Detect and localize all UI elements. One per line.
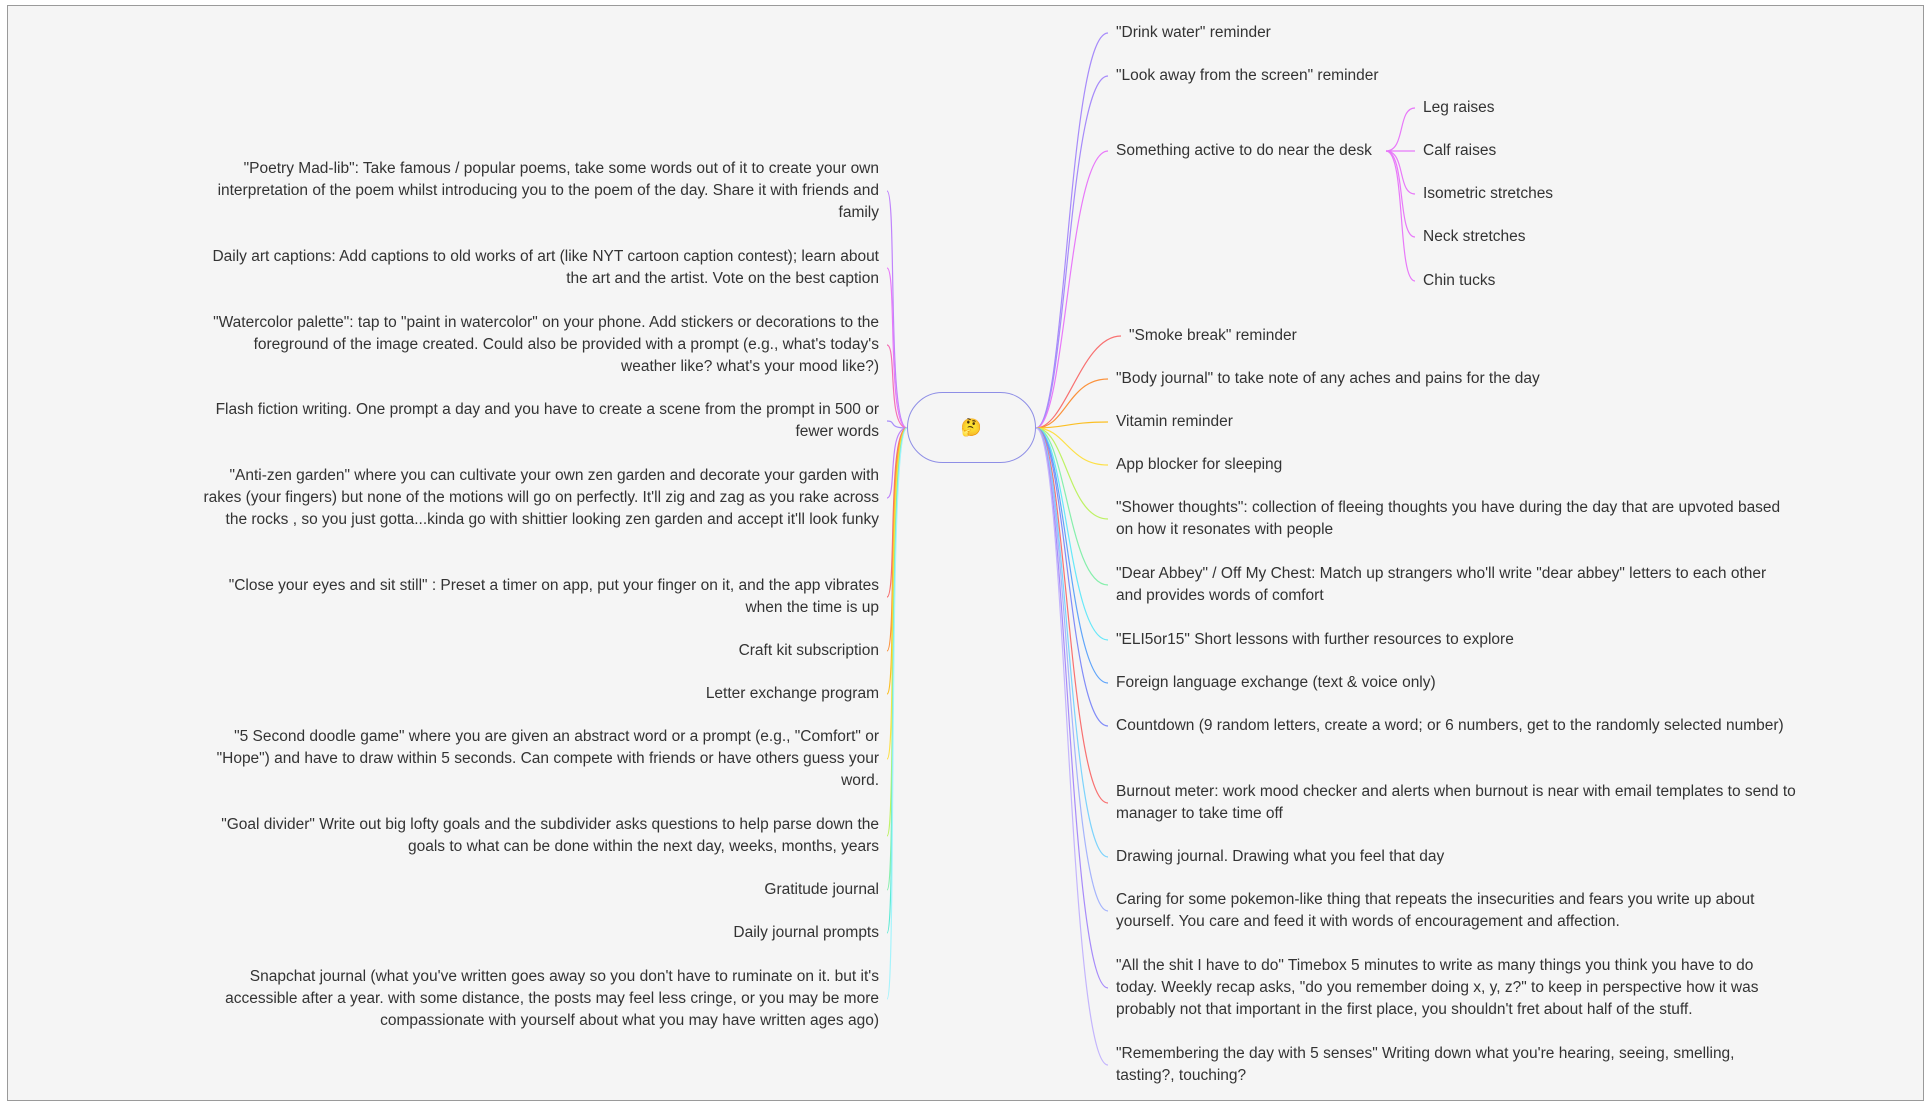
branch-connector <box>886 427 908 652</box>
branch-connector <box>1035 335 1122 429</box>
branch-connector <box>886 427 908 760</box>
branch-node-right[interactable]: "ELI5or15" Short lessons with further re… <box>1116 631 1514 648</box>
branch-node-left[interactable]: "5 Second doodle game" where you are giv… <box>216 728 879 789</box>
branch-node-right[interactable]: "Body journal" to take note of any aches… <box>1116 370 1540 387</box>
branch-connector <box>1035 150 1109 429</box>
branch-connector <box>1035 427 1109 641</box>
leaf-connector <box>1385 107 1416 152</box>
leaf-node[interactable]: Chin tucks <box>1423 272 1496 289</box>
branch-connector <box>1035 427 1109 858</box>
branch-connector <box>1035 427 1109 804</box>
branch-node-left[interactable]: Daily art captions: Add captions to old … <box>212 248 879 287</box>
branch-node-left[interactable]: "Goal divider" Write out big lofty goals… <box>221 816 879 855</box>
branch-node-right[interactable]: Vitamin reminder <box>1116 413 1233 430</box>
branch-connector <box>886 427 908 598</box>
branch-connector <box>886 427 908 1000</box>
branch-connector <box>1035 427 1109 1066</box>
branch-connector <box>886 344 908 429</box>
branch-node-right[interactable]: Burnout meter: work mood checker and ale… <box>1116 783 1796 822</box>
leaf-node[interactable]: Neck stretches <box>1423 228 1526 245</box>
mindmap-canvas <box>7 5 1924 1101</box>
branch-connector <box>886 190 908 429</box>
branch-node-right[interactable]: "Remembering the day with 5 senses" Writ… <box>1116 1045 1735 1084</box>
branch-connector <box>886 267 908 429</box>
thinking-face-icon: 🤔 <box>960 418 983 437</box>
leaf-node[interactable]: Isometric stretches <box>1423 185 1554 202</box>
branch-node-right[interactable]: Caring for some pokemon-like thing that … <box>1116 891 1755 930</box>
branch-node-left[interactable]: "Close your eyes and sit still" : Preset… <box>228 577 879 616</box>
branch-node-left[interactable]: Craft kit subscription <box>738 642 879 659</box>
branch-node-left[interactable]: Snapchat journal (what you've written go… <box>225 968 879 1029</box>
leaf-connector <box>1385 150 1416 238</box>
branch-node-left[interactable]: "Poetry Mad-lib": Take famous / popular … <box>217 160 879 221</box>
branch-node-right[interactable]: "Drink water" reminder <box>1116 24 1271 41</box>
branch-node-left[interactable]: Daily journal prompts <box>733 924 879 941</box>
branch-node-right[interactable]: App blocker for sleeping <box>1116 456 1283 473</box>
branch-connector <box>1035 427 1109 727</box>
branch-connector <box>886 427 908 499</box>
branch-connector <box>1035 378 1109 429</box>
branch-node-left[interactable]: Flash fiction writing. One prompt a day … <box>215 401 879 440</box>
branch-node-right[interactable]: "Smoke break" reminder <box>1129 327 1297 344</box>
branch-connector <box>1035 427 1109 684</box>
branch-connector <box>1035 427 1109 520</box>
leaf-node[interactable]: Leg raises <box>1423 99 1495 116</box>
leaf-connector <box>1385 150 1416 195</box>
leaf-connector <box>1385 150 1416 282</box>
branch-connector <box>1035 75 1109 429</box>
leaf-node[interactable]: Calf raises <box>1423 142 1497 159</box>
branch-connector <box>1035 427 1109 586</box>
branch-connector <box>1035 32 1109 429</box>
branch-node-right[interactable]: "Shower thoughts": collection of fleeing… <box>1116 499 1781 538</box>
branch-node-right[interactable]: "All the shit I have to do" Timebox 5 mi… <box>1116 957 1759 1018</box>
branch-connector <box>1035 427 1109 912</box>
branch-node-left[interactable]: Gratitude journal <box>764 881 879 898</box>
branch-connector <box>1035 421 1109 429</box>
branch-node-left[interactable]: "Anti-zen garden" where you can cultivat… <box>203 467 879 528</box>
branch-connector <box>886 427 908 695</box>
branch-node-right[interactable]: Foreign language exchange (text & voice … <box>1116 674 1436 691</box>
root-node[interactable]: 🤔 <box>907 392 1036 463</box>
branch-node-right[interactable]: "Look away from the screen" reminder <box>1116 67 1379 84</box>
branch-connector <box>886 420 908 429</box>
branch-node-left[interactable]: "Watercolor palette": tap to "paint in w… <box>213 314 879 375</box>
branch-node-left[interactable]: Letter exchange program <box>705 685 879 702</box>
branch-connector <box>1035 427 1109 466</box>
branch-node-right[interactable]: "Dear Abbey" / Off My Chest: Match up st… <box>1116 565 1767 604</box>
branch-connector <box>1035 427 1109 989</box>
branch-node-right[interactable]: Countdown (9 random letters, create a wo… <box>1116 717 1784 734</box>
branch-node-right[interactable]: Something active to do near the desk <box>1116 142 1372 159</box>
branch-node-right[interactable]: Drawing journal. Drawing what you feel t… <box>1116 848 1445 865</box>
